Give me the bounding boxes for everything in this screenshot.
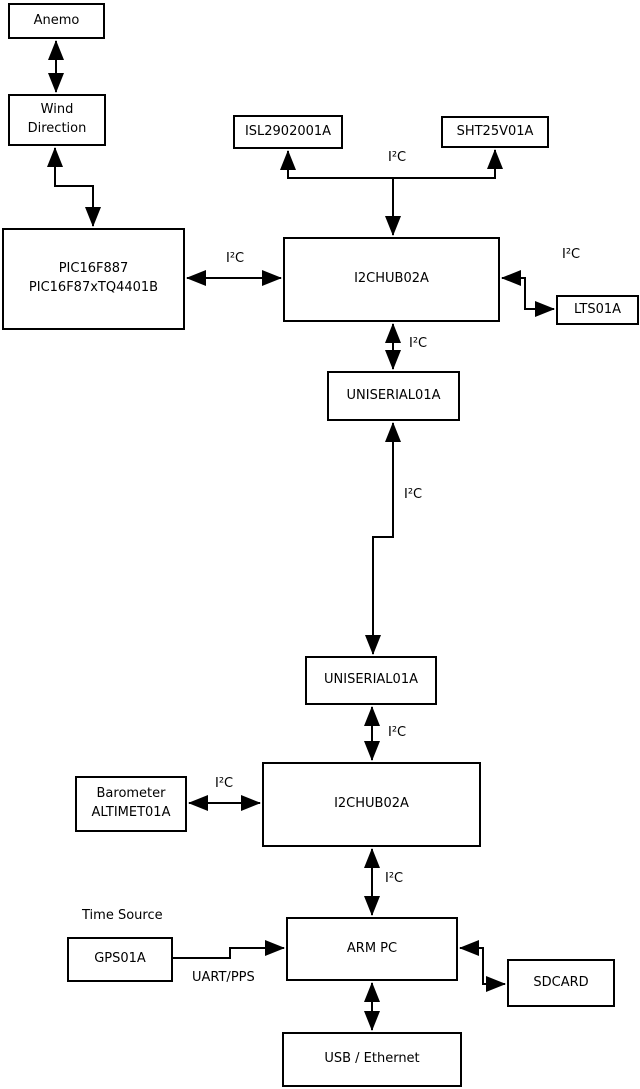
node-anemo: Anemo [8,3,105,39]
edge-label-i2c-barometer: I²C [215,776,234,791]
node-sht25v01a-label: SHT25V01A [456,123,534,139]
node-usb-ethernet-label: USB / Ethernet [324,1051,420,1067]
node-isl2902001a-label: ISL2902001A [244,123,332,139]
edge-label-i2c-uniserial-link: I²C [404,487,423,502]
edge-label-i2c-uniserial-hub2: I²C [388,725,407,740]
edge-label-i2c-sensor-bus: I²C [388,150,407,165]
edge-label-i2c-hub2-armpc: I²C [385,871,404,886]
node-sdcard: SDCARD [507,959,615,1007]
node-uniserial-bottom: UNISERIAL01A [305,656,437,705]
edge-label-i2c-lts: I²C [562,247,581,262]
node-barometer-label: Barometer ALTIMET01A [91,786,171,820]
edge-label-i2c-pic-hub: I²C [226,251,245,266]
node-arm-pc-label: ARM PC [346,940,398,956]
edge-uniserial1-uniserial2 [365,422,401,655]
node-lts01a-label: LTS01A [573,301,622,317]
edge-label-i2c-hub-uniserial: I²C [409,336,428,351]
node-gps01a-label: GPS01A [94,951,146,967]
edge-hub1-lts [501,270,555,317]
node-i2chub-bottom: I2CHUB02A [262,762,481,847]
node-sht25v01a: SHT25V01A [441,116,549,148]
node-i2chub-bottom-label: I2CHUB02A [334,796,409,812]
node-wind-direction-label: Wind Direction [27,102,87,136]
edge-label-uart-pps: UART/PPS [192,970,255,985]
node-wind-direction: Wind Direction [8,94,106,146]
node-gps01a: GPS01A [67,937,173,982]
node-uniserial-bottom-label: UNISERIAL01A [324,672,418,688]
node-barometer: Barometer ALTIMET01A [75,776,187,832]
node-arm-pc: ARM PC [286,917,458,981]
node-anemo-label: Anemo [33,12,80,28]
node-uniserial-top-label: UNISERIAL01A [346,387,441,403]
edge-winddirection-pic [47,147,101,227]
edge-label-time-source: Time Source [82,908,163,923]
node-sdcard-label: SDCARD [533,974,589,990]
node-pic: PIC16F887 PIC16F87xTQ4401B [2,228,185,330]
edge-armpc-sdcard [459,940,506,992]
node-i2chub-top-label: I2CHUB02A [354,271,429,287]
node-uniserial-top: UNISERIAL01A [327,371,460,421]
node-pic-label: PIC16F887 PIC16F87xTQ4401B [28,261,159,295]
node-i2chub-top: I2CHUB02A [283,237,500,322]
node-usb-ethernet: USB / Ethernet [282,1032,462,1087]
node-lts01a: LTS01A [556,295,639,325]
edge-gps-armpc [173,940,285,959]
node-isl2902001a: ISL2902001A [233,115,343,149]
